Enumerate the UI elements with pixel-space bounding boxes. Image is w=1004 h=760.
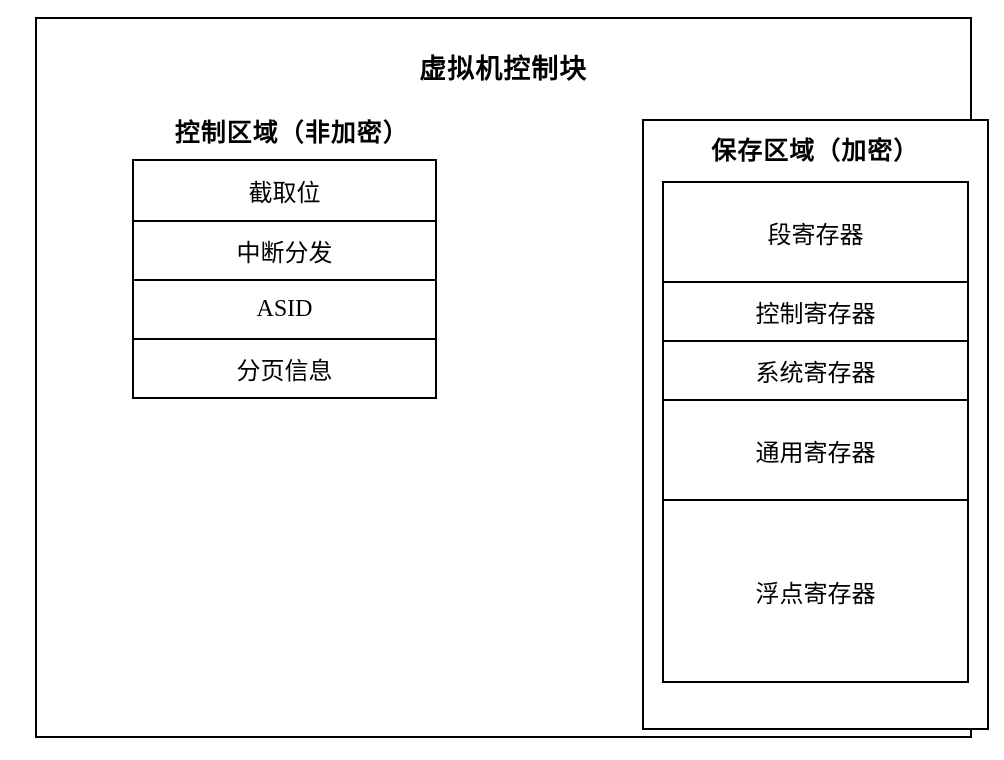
vmcb-outer-box: 虚拟机控制块 控制区域（非加密） 截取位 中断分发 ASID 分页信息 保存区域… (35, 17, 989, 738)
diagram-title: 虚拟机控制块 (419, 54, 588, 84)
save-area-heading: 保存区域（加密） (711, 138, 920, 165)
save-area-box: 保存区域（加密） 段寄存器 控制寄存器 系统寄存器 通用寄存器 浮点寄存器 (642, 119, 989, 730)
control-cell-interrupt-dispatch: 中断分发 (134, 220, 435, 279)
save-cell-control-registers: 控制寄存器 (664, 281, 967, 340)
save-cell-float-registers: 浮点寄存器 (664, 499, 967, 681)
save-area-stack: 段寄存器 控制寄存器 系统寄存器 通用寄存器 浮点寄存器 (662, 181, 969, 683)
save-cell-system-registers: 系统寄存器 (664, 340, 967, 399)
control-area-heading: 控制区域（非加密） (174, 120, 409, 147)
save-cell-segment-registers: 段寄存器 (767, 222, 864, 249)
control-area-stack: 截取位 中断分发 ASID 分页信息 (132, 159, 437, 399)
control-cell-paging-info: 分页信息 (134, 338, 435, 397)
control-cell-asid: ASID (134, 279, 435, 338)
control-cell-intercept-bits: 截取位 (248, 181, 321, 207)
save-cell-general-registers: 通用寄存器 (664, 399, 967, 499)
